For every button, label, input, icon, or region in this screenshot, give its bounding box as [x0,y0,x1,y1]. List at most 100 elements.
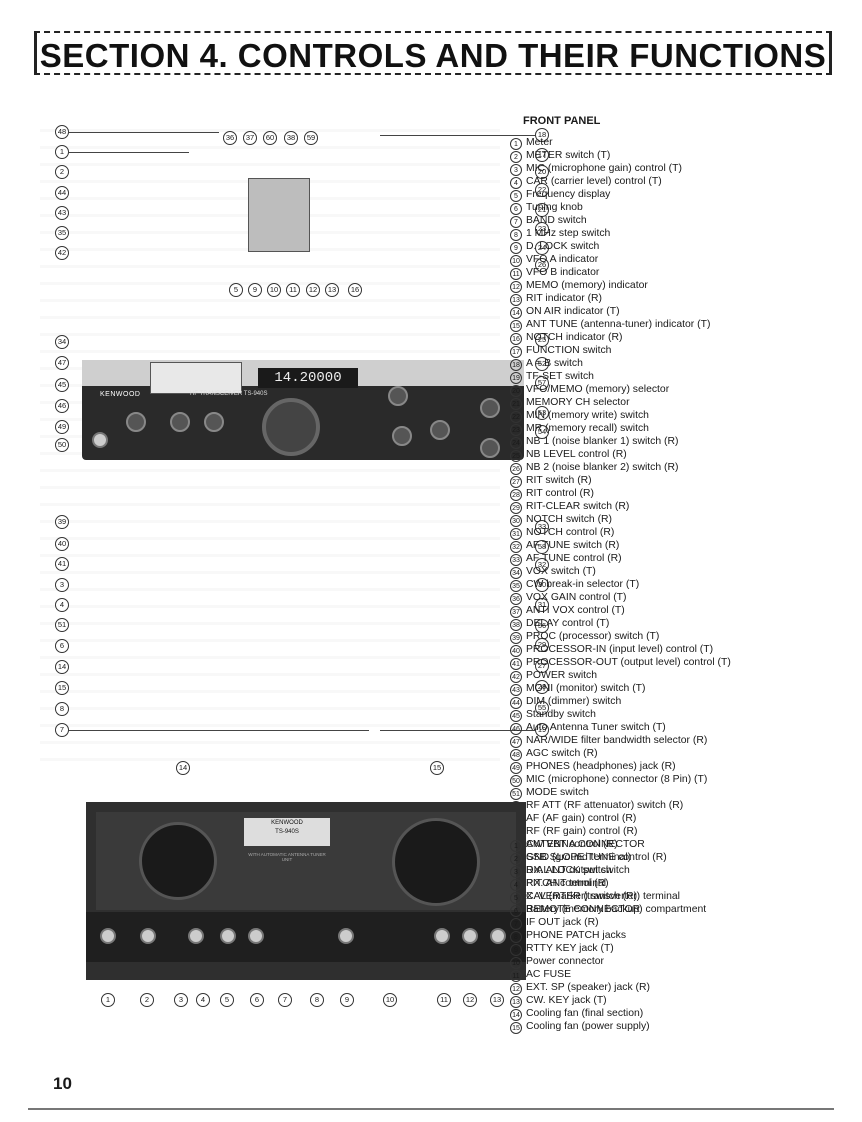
item-text: MODE switch [526,787,589,798]
item-text: Meter [526,137,553,148]
callout-18: 18 [535,128,549,142]
item-text: PHONE PATCH jacks [526,930,627,941]
callout-42: 42 [55,246,69,260]
item-text: PROCESSOR-IN (input level) control (T) [526,644,714,655]
item-text: MIC (microphone gain) control (T) [526,163,682,174]
item-number: 15 [510,320,522,332]
item-number: 23 [510,424,522,436]
callout-5: 5 [229,283,243,297]
item-number: 48 [510,749,522,761]
callout-35: 35 [55,226,69,240]
item-number: 8 [510,931,522,943]
item-number: 33 [510,554,522,566]
callout-33: 33 [535,520,549,534]
item-text: AC FUSE [526,969,572,980]
item-number: 46 [510,723,522,735]
item-number: 4 [510,177,522,189]
item-text: SSB SLOPE TUNE control (R) [526,852,667,863]
item-text: ON AIR indicator (T) [526,306,620,317]
callout-25: 25 [535,333,549,347]
item-text: NB 2 (noise blanker 2) switch (R) [526,462,679,473]
item-number: 9 [510,242,522,254]
item-text: DIAL LOCK switch [526,865,612,876]
leader-line [69,730,369,731]
item-number: 41 [510,658,522,670]
item-number: 16 [510,333,522,345]
ac-fuse-icon [434,928,450,944]
callout-44: 44 [55,186,69,200]
callout-40: 40 [55,537,69,551]
item-number: 6 [510,905,522,917]
callout-17: 17 [535,148,549,162]
item-number: 3 [510,866,522,878]
callout-50: 50 [55,438,69,452]
callout-39: 39 [55,515,69,529]
item-number: 27 [510,476,522,488]
item-number: 39 [510,632,522,644]
item-number: 18 [510,359,522,371]
item-text: RIT indicator (R) [526,293,603,304]
ssb-slope-knob [430,420,450,440]
callout-43: 43 [55,206,69,220]
rtty-key-jack-icon [338,928,354,944]
item-number: 20 [510,385,522,397]
item-text: IF OUT jack (R) [526,917,599,928]
item-text: Standby switch [526,709,596,720]
callout-12: 12 [306,283,320,297]
mic-knob [170,412,190,432]
mic-connector-icon [92,432,108,448]
callout-rear-2: 2 [140,993,154,1007]
callout-52: 52 [535,357,549,371]
callout-19: 19 [535,723,549,737]
item-text: EXT. SP (speaker) jack (R) [526,982,650,993]
item-text: PHONES (headphones) jack (R) [526,761,676,772]
radio-model-label: HF TRANSCEIVER TS-940S [190,391,268,397]
callout-9: 9 [248,283,262,297]
callout-30: 30 [535,578,549,592]
item-number: 2 [510,151,522,163]
callout-54: 54 [535,425,549,439]
item-text: NB LEVEL control (R) [526,449,627,460]
pitch-knob [480,438,500,458]
item-text: RTTY KEY jack (T) [526,943,614,954]
item-text: VFO A indicator [526,254,599,265]
callout-rear-3: 3 [174,993,188,1007]
item-text: ANTI VOX control (T) [526,605,625,616]
item-text: Battery (memory backup) compartment [526,904,707,915]
callout-22: 22 [535,183,549,197]
item-text: NOTCH control (R) [526,527,615,538]
callout-58: 58 [535,540,549,554]
list-item: 41 PROCESSOR-OUT (output level) control (… [510,657,731,670]
item-text: PROC (processor) switch (T) [526,631,660,642]
callout-2: 2 [55,165,69,179]
callout-53: 53 [535,406,549,420]
item-number: 10 [510,957,522,969]
item-number: 5 [510,892,522,904]
item-text: METER switch (T) [526,150,611,161]
item-number: 29 [510,502,522,514]
section-title-banner: SECTION 4. CONTROLS AND THEIR FUNCTIONS [34,31,832,75]
callout-14: 14 [55,660,69,674]
callout-rear-9: 9 [340,993,354,1007]
item-text: PROCESSOR-OUT (output level) control (T) [526,657,731,668]
car-knob [204,412,224,432]
callout-11: 11 [286,283,300,297]
callout-20: 20 [535,165,549,179]
